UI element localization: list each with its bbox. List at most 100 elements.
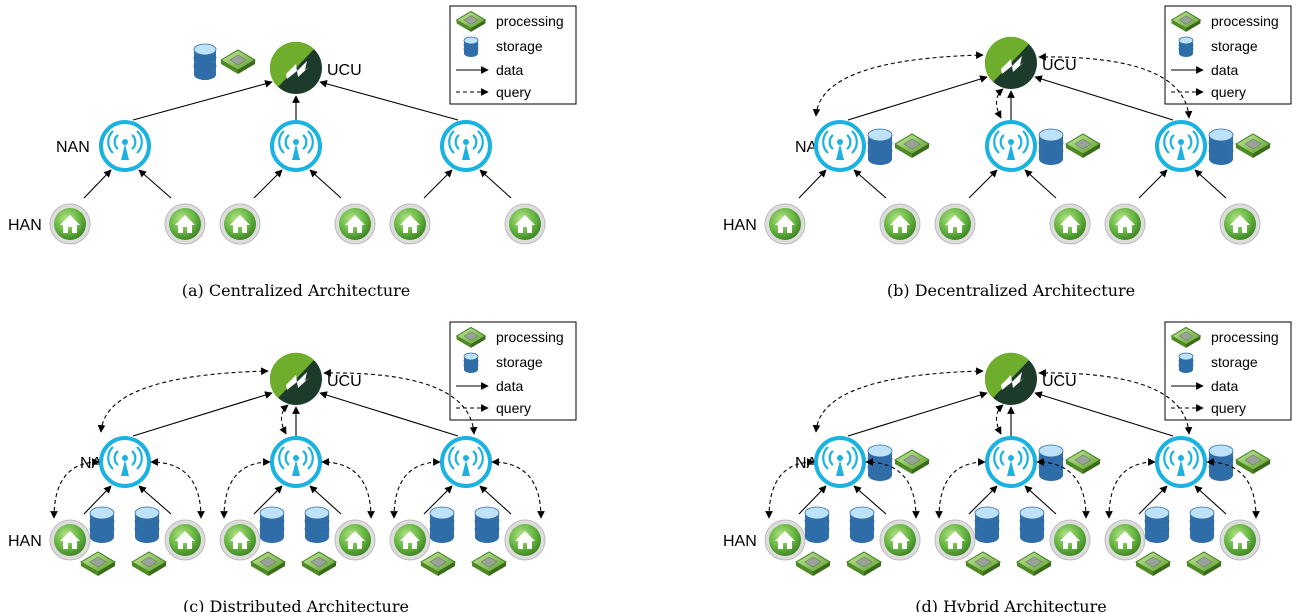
storage-database-icon [1208,128,1234,165]
data-arrow [138,169,172,199]
legend-label: query [1211,400,1246,416]
storage-database-icon [193,43,217,80]
storage-database-icon [1178,36,1194,57]
legend-label: query [1211,84,1246,100]
query-arrow [279,404,289,435]
ucu-node-icon [984,36,1037,89]
nan-wifi-icon [985,120,1037,172]
processing-chip-icon [1170,10,1202,32]
query-arrow [150,458,205,519]
legend-label: storage [1211,38,1258,54]
legend-label: data [496,62,523,78]
query-arrow [1206,458,1260,519]
ucu-label: UCU [327,373,362,390]
storage-database-icon [463,36,479,57]
storage-database-icon [304,506,330,543]
data-arrow [853,169,887,199]
nan-wifi-icon [985,436,1037,488]
processing-chip-icon [1235,449,1271,474]
query-arrow [765,458,815,519]
nan-wifi-icon [440,436,492,488]
legend-label: storage [1211,354,1258,370]
processing-chip-icon [1065,449,1101,474]
processing-chip-icon [846,551,882,576]
nan-wifi-icon [440,120,492,172]
legend-label: processing [1211,329,1279,345]
han-home-icon [504,203,546,245]
processing-chip-icon [80,551,116,576]
processing-chip-icon [301,551,337,576]
han-home-icon [1104,519,1146,561]
data-arrow [319,80,459,121]
processing-chip-icon [455,326,487,348]
nan-label: NAN [56,139,90,156]
query-arrow [50,458,100,519]
storage-database-icon [429,506,455,543]
han-home-icon [219,519,261,561]
data-arrow [479,169,512,199]
legend-label: processing [1211,13,1279,29]
data-arrow [309,169,342,199]
panel-caption: (a) Centralized Architecture [182,281,411,300]
processing-chip-icon [1186,551,1222,576]
processing-chip-icon [1170,326,1202,348]
han-label: HAN [8,533,42,550]
storage-database-icon [259,506,285,543]
han-label: HAN [8,217,42,234]
han-home-icon [1049,519,1091,561]
data-arrow [968,169,998,199]
processing-chip-icon [795,551,831,576]
data-arrow [798,169,827,199]
processing-chip-icon [455,10,487,32]
query-arrow [994,404,1004,435]
processing-chip-icon [1235,133,1271,158]
storage-database-icon [849,506,875,543]
storage-database-icon [1189,506,1215,543]
data-arrow [253,169,283,199]
processing-chip-icon [965,551,1001,576]
storage-database-icon [1178,352,1194,373]
processing-chip-icon [131,551,167,576]
query-arrow [935,458,986,519]
han-home-icon [879,519,921,561]
han-home-icon [764,519,806,561]
storage-database-icon [1038,128,1064,165]
han-home-icon [49,519,91,561]
processing-chip-icon [220,49,256,74]
processing-chip-icon [420,551,456,576]
data-arrow [1194,169,1227,199]
storage-database-icon [89,506,115,543]
query-arrow [97,367,269,433]
han-home-icon [389,203,431,245]
nan-wifi-icon [270,436,322,488]
storage-database-icon [1144,506,1170,543]
nan-wifi-icon [814,120,866,172]
storage-database-icon [1019,506,1045,543]
data-arrow [83,169,112,199]
nan-wifi-icon [99,120,151,172]
panel-caption: (d) Hybrid Architecture [915,597,1106,612]
query-arrow [321,458,375,519]
han-home-icon [934,519,976,561]
data-arrow [319,391,459,437]
legend-label: data [496,378,523,394]
query-arrow [323,369,478,435]
data-arrow [132,80,273,121]
ucu-label: UCU [327,62,362,79]
data-arrow [1024,169,1057,199]
query-arrow [865,458,920,519]
query-arrow [1036,458,1090,519]
data-arrow [1034,391,1174,437]
han-home-icon [389,519,431,561]
data-arrow [847,75,988,121]
nan-wifi-icon [814,436,866,488]
processing-chip-icon [1135,551,1171,576]
han-home-icon [934,203,976,245]
query-arrow [1038,369,1193,435]
han-home-icon [504,519,546,561]
legend-label: storage [496,38,543,54]
query-arrow [812,51,984,117]
nan-wifi-icon [1155,120,1207,172]
